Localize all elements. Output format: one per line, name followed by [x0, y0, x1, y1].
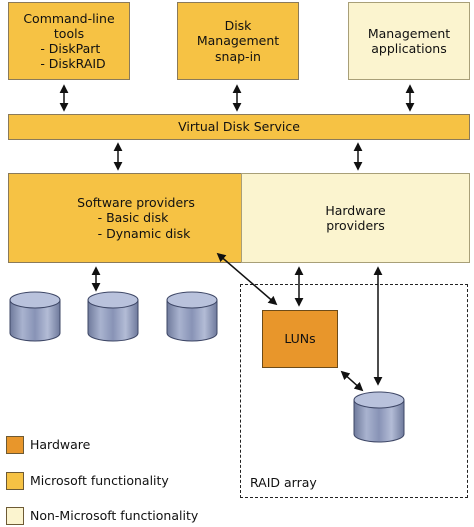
software-providers-box: Software providers - Basic disk - Dynami… [8, 173, 264, 263]
command-line-tools-title: Command-line [23, 10, 115, 26]
disk-cylinder-icon [87, 291, 139, 342]
disk-management-line3: snap-in [215, 48, 261, 64]
disk-management-line2: Management [196, 33, 280, 49]
command-line-tools-box: Command-line tools - DiskPart - DiskRAID [8, 2, 130, 80]
luns-box: LUNs [262, 310, 338, 368]
disk-cylinder-icon [166, 291, 218, 342]
diskraid-item: - DiskRAID [40, 56, 106, 72]
hardware-providers-line1: Hardware [325, 202, 386, 218]
arrow-luns-raid-disk [340, 370, 364, 392]
arrow-software-providers-luns [216, 252, 278, 306]
command-line-tools-items: - DiskPart - DiskRAID [40, 41, 105, 72]
legend-label-non-microsoft: Non-Microsoft functionality [30, 508, 199, 523]
management-applications-line2: applications [371, 41, 447, 56]
luns-label: LUNs [284, 331, 316, 347]
basic-disk-item: - Basic disk [97, 210, 169, 226]
legend-label-hardware: Hardware [30, 437, 91, 452]
management-applications-line1: Management [367, 25, 451, 41]
management-applications-box: Management applications [348, 2, 470, 80]
hardware-providers-line2: providers [326, 218, 385, 233]
legend-swatch-hardware [6, 436, 24, 454]
raid-array-label: RAID array [250, 475, 317, 490]
legend-swatch-microsoft [6, 472, 24, 490]
software-providers-items: - Basic disk - Dynamic disk [98, 210, 191, 241]
software-providers-title: Software providers [77, 195, 195, 211]
diskpart-item: - DiskPart [40, 41, 101, 56]
disk-cylinder-icon [353, 391, 405, 443]
legend-swatch-non-microsoft [6, 507, 24, 525]
command-line-tools-title-line2: tools [53, 25, 85, 41]
disk-management-snapin-box: Disk Management snap-in [177, 2, 299, 80]
dynamic-disk-item: - Dynamic disk [97, 225, 191, 241]
disk-cylinder-icon [9, 291, 61, 342]
virtual-disk-service-bar: Virtual Disk Service [8, 114, 470, 140]
disk-management-line1: Disk [224, 18, 252, 34]
hardware-providers-box: Hardware providers [241, 173, 470, 263]
raid-array-region [240, 284, 468, 498]
legend-label-microsoft: Microsoft functionality [30, 473, 169, 488]
virtual-disk-service-label: Virtual Disk Service [178, 119, 300, 135]
